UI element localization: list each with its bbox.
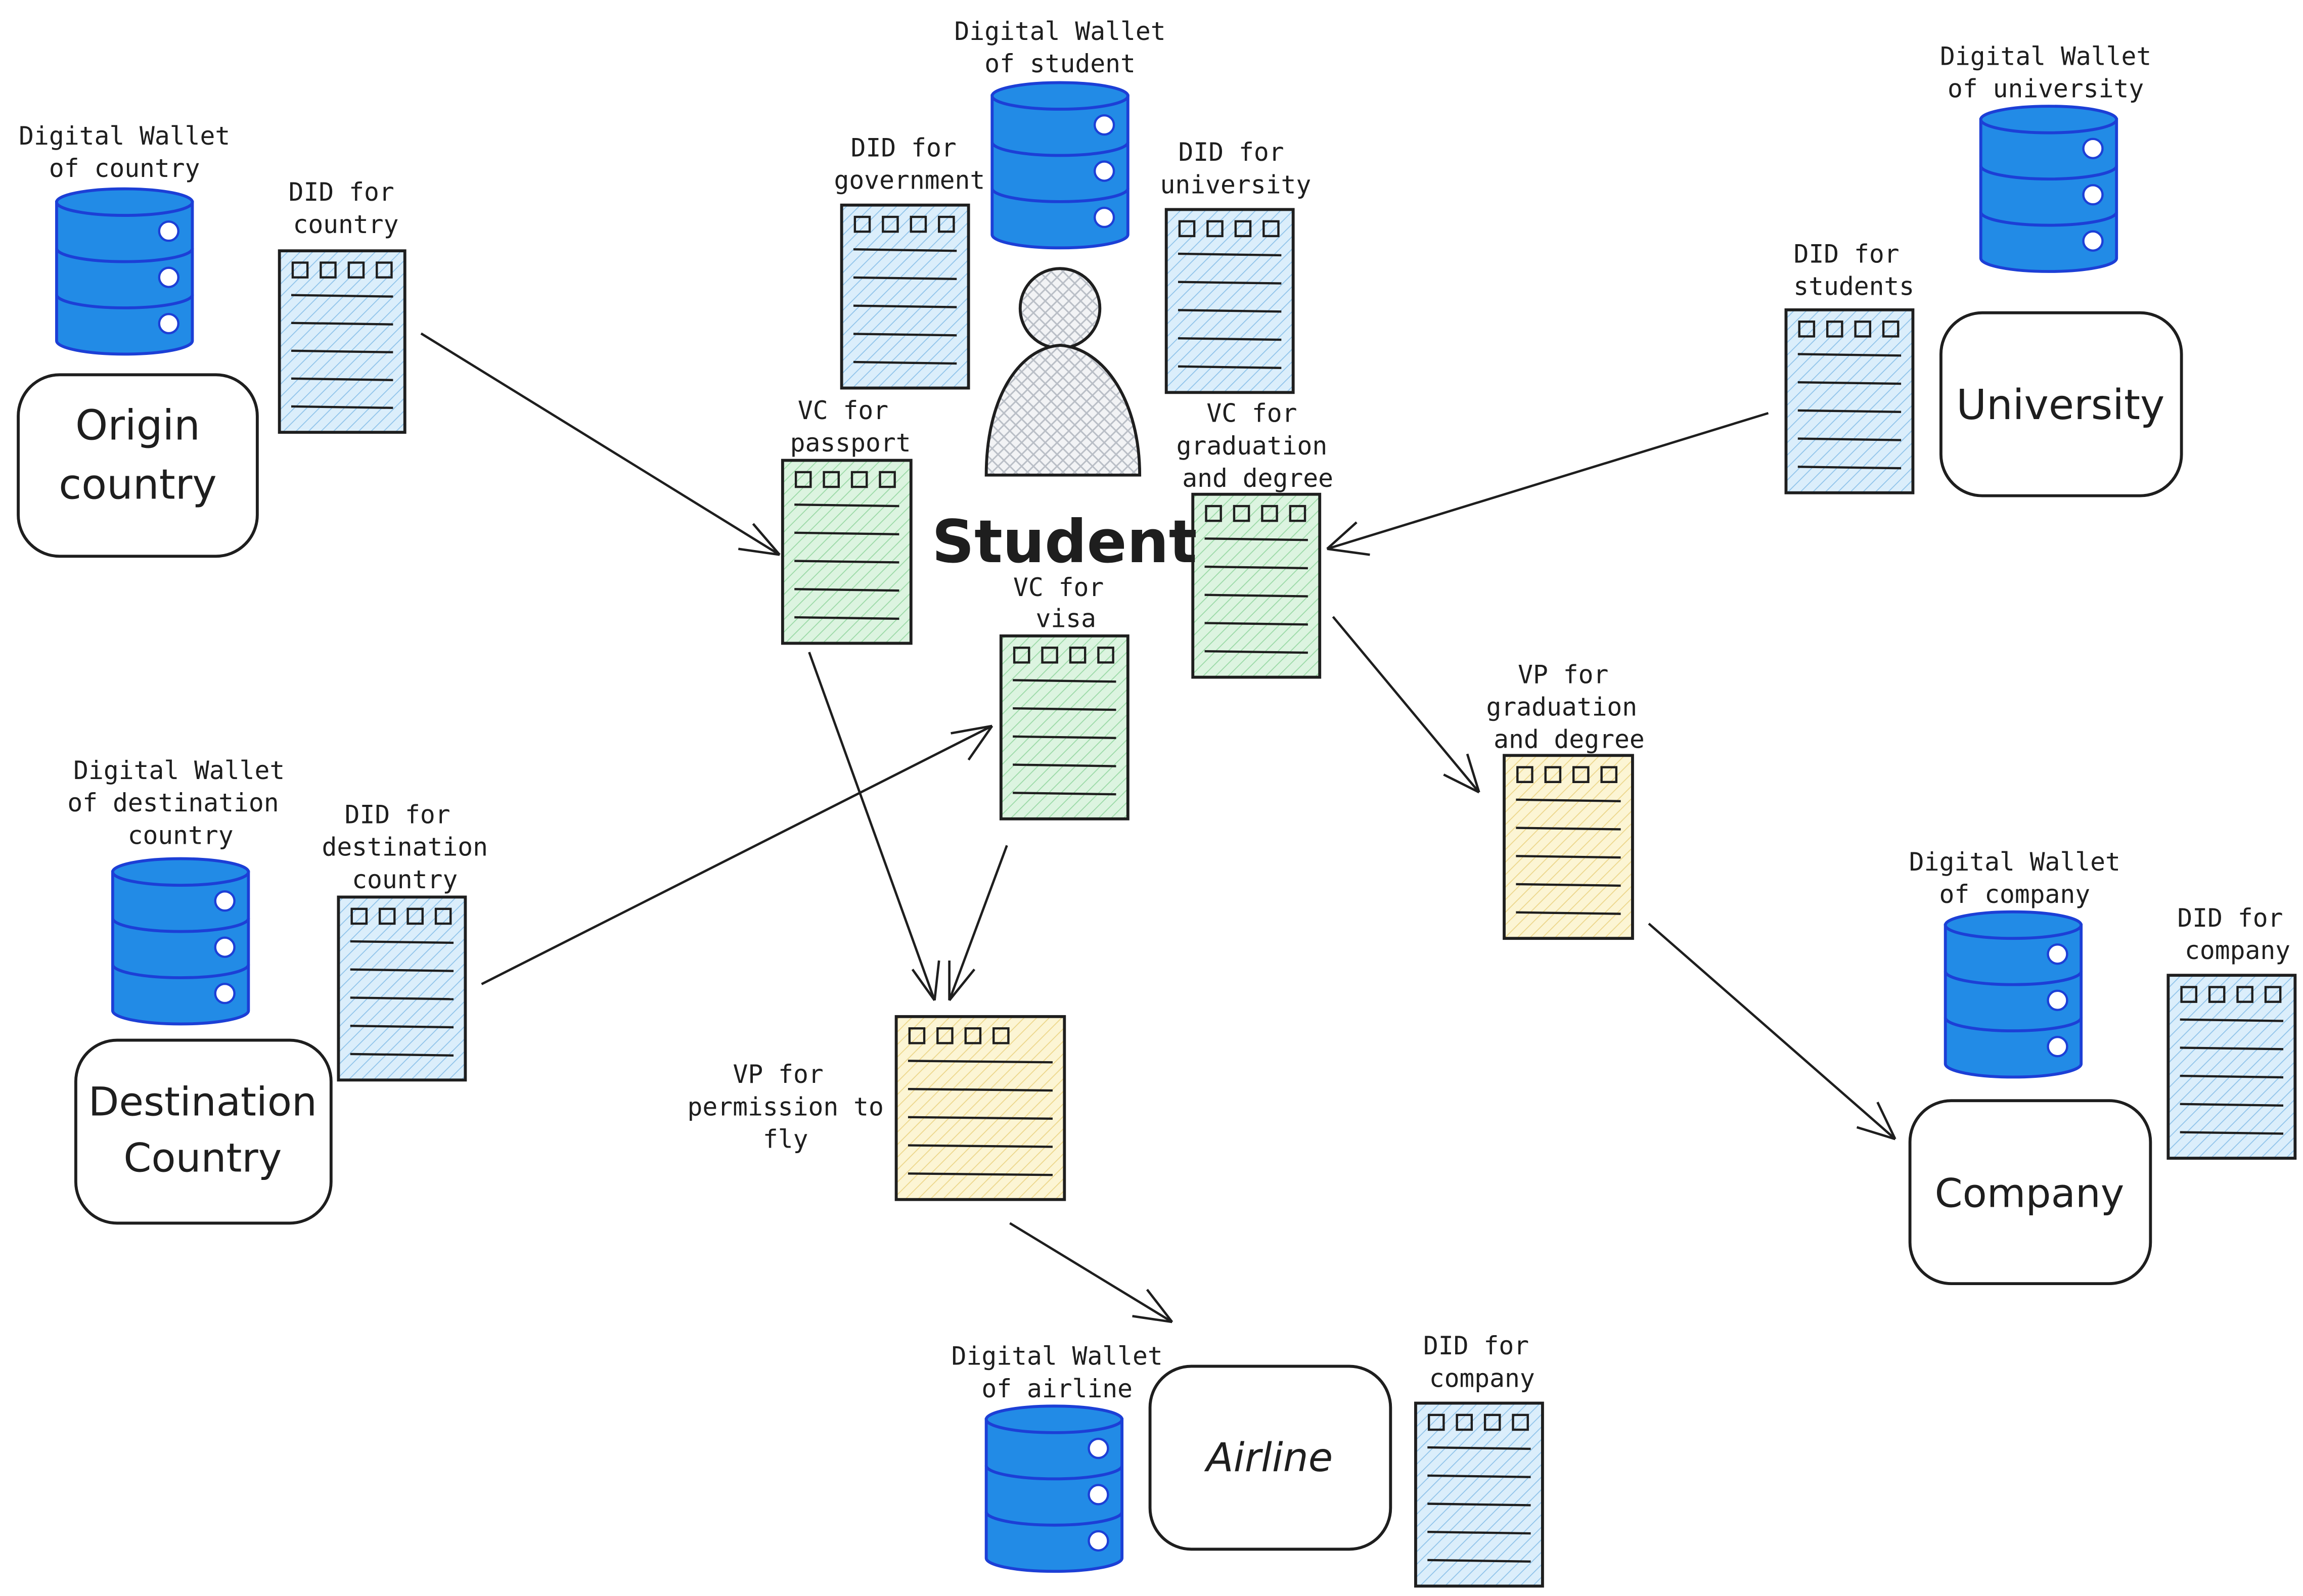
- vc-visa-document-icon: [999, 634, 1130, 820]
- wallet-destination-icon: [111, 857, 250, 1026]
- did-government-label-line1: DID for: [851, 133, 957, 162]
- wallet-student-label-line1: Digital Wallet: [954, 17, 1165, 46]
- arrow-destination-to-visa: [481, 724, 994, 985]
- origin-country-box: Origin country: [17, 373, 259, 558]
- did-airline-company-label-line2: company: [1429, 1363, 1535, 1393]
- wallet-destination-label-line3: country: [128, 820, 234, 850]
- company-box: Company: [1908, 1099, 2152, 1286]
- wallet-university-icon: [1979, 105, 2118, 273]
- did-government-label-line2: government: [834, 166, 985, 195]
- vp-permission-document-icon: [894, 1015, 1066, 1201]
- person-icon: [984, 267, 1142, 477]
- destination-country-label-line1: Destination: [88, 1078, 317, 1125]
- did-students-label-line1: DID for: [1794, 239, 1900, 268]
- university-box: University: [1939, 311, 2183, 497]
- wallet-company-label-line2: of company: [1939, 880, 2090, 909]
- vc-graduation-label-line1: VC for: [1206, 399, 1297, 428]
- arrow-permission-to-airline: [1009, 1222, 1173, 1324]
- university-label: University: [1956, 381, 2164, 429]
- vp-permission-label-line2: permission to: [688, 1092, 884, 1121]
- arrow-graduation-vc-to-vp: [1332, 616, 1480, 794]
- did-airline-company-label-line1: DID for: [1423, 1331, 1529, 1360]
- wallet-country-label-line1: Digital Wallet: [19, 121, 230, 151]
- did-destination-document-icon: [337, 895, 467, 1082]
- wallet-country-label-line2: of country: [49, 154, 200, 183]
- did-destination-label-line2: destination: [322, 833, 488, 862]
- wallet-airline-label-line2: of airline: [981, 1374, 1133, 1403]
- arrow-visa-to-permission: [948, 845, 1008, 1001]
- wallet-destination-label-line2: of destination: [67, 788, 279, 817]
- destination-country-box: Destination Country: [74, 1038, 333, 1225]
- vc-passport-label-line2: passport: [790, 428, 911, 458]
- origin-country-label-line2: country: [59, 461, 216, 509]
- did-country-label-line1: DID for: [289, 177, 394, 207]
- did-university-label-line2: university: [1160, 170, 1312, 199]
- arrow-passport-to-permission: [808, 652, 940, 1001]
- wallet-airline-icon: [984, 1404, 1124, 1573]
- did-university-document-icon: [1164, 208, 1295, 394]
- arrow-country-to-passport: [420, 332, 781, 556]
- did-country-label-line2: country: [293, 210, 398, 239]
- airline-label: Airline: [1204, 1434, 1333, 1481]
- did-students-label-line2: students: [1793, 272, 1914, 301]
- wallet-university-label-line2: of university: [1948, 74, 2144, 104]
- did-government-document-icon: [840, 203, 970, 390]
- wallet-company-label-line1: Digital Wallet: [1909, 847, 2120, 877]
- wallet-university-label-line1: Digital Wallet: [1940, 41, 2151, 71]
- company-label: Company: [1935, 1170, 2125, 1216]
- vc-passport-label-line1: VC for: [798, 396, 888, 425]
- vp-graduation-document-icon: [1503, 754, 1634, 940]
- wallet-student-label-line2: of student: [984, 49, 1136, 78]
- wallet-airline-label-line1: Digital Wallet: [952, 1342, 1163, 1371]
- vc-graduation-label-line3: and degree: [1182, 464, 1333, 493]
- airline-box: Airline: [1148, 1364, 1392, 1551]
- vp-permission-label-line1: VP for: [733, 1060, 824, 1089]
- arrow-vp-to-company: [1648, 923, 1896, 1141]
- wallet-student-icon: [990, 81, 1130, 250]
- wallet-destination-label-line1: Digital Wallet: [73, 756, 285, 785]
- vc-visa-label-line2: visa: [1035, 604, 1096, 633]
- vc-visa-label-line1: VC for: [1013, 573, 1104, 602]
- vc-passport-document-icon: [781, 459, 913, 645]
- wallet-country-icon: [55, 187, 194, 356]
- did-students-document-icon: [1784, 308, 1915, 494]
- did-company-label-line2: company: [2185, 936, 2290, 965]
- did-destination-label-line3: country: [352, 865, 458, 894]
- did-destination-label-line1: DID for: [345, 800, 450, 830]
- wallet-company-icon: [1944, 910, 2083, 1079]
- did-country-document-icon: [278, 249, 407, 434]
- vc-graduation-label-line2: graduation: [1177, 431, 1328, 461]
- did-university-label-line1: DID for: [1179, 138, 1284, 167]
- vp-graduation-label-line1: VP for: [1518, 660, 1608, 689]
- vp-graduation-label-line3: and degree: [1494, 725, 1645, 754]
- student-title: Student: [932, 508, 1197, 576]
- did-company-document-icon: [2166, 974, 2297, 1160]
- origin-country-label-line1: Origin: [75, 402, 200, 450]
- vp-permission-label-line3: fly: [763, 1125, 808, 1154]
- vc-graduation-document-icon: [1191, 492, 1322, 679]
- did-airline-company-document-icon: [1414, 1401, 1544, 1588]
- vp-graduation-label-line2: graduation: [1486, 692, 1638, 721]
- arrow-students-to-graduation: [1326, 412, 1769, 556]
- did-company-label-line1: DID for: [2177, 903, 2283, 933]
- destination-country-label-line2: Country: [123, 1134, 282, 1181]
